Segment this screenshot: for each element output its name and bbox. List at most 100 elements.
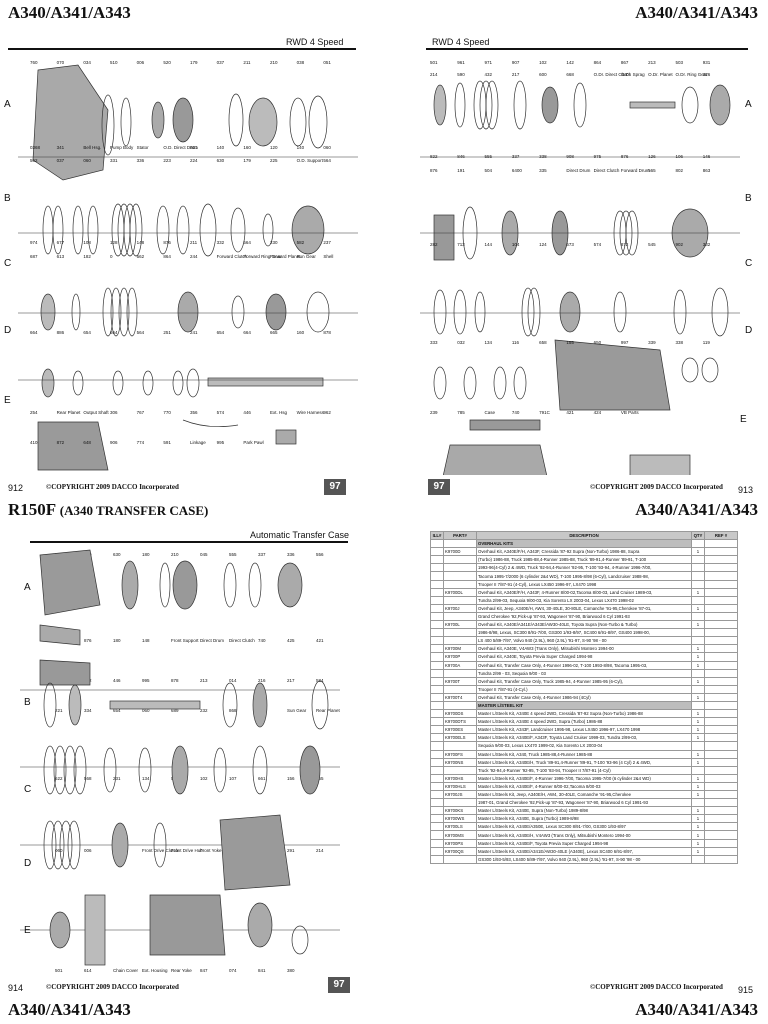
- table-cell-ill: [430, 709, 444, 719]
- table-cell-part: [443, 571, 477, 581]
- part-number-label: 665: [270, 330, 278, 335]
- part-number-label: Forward Drum: [620, 168, 650, 173]
- col-part: PART#: [443, 530, 477, 541]
- part-number-label: 770: [163, 410, 171, 415]
- part-number-label: 356: [190, 410, 198, 415]
- table-cell-qty: 1: [691, 620, 705, 630]
- part-number-label: Direct Clutch: [229, 638, 255, 643]
- table-cell-qty: 1: [691, 789, 705, 800]
- part-number-label: Chain Cover: [113, 968, 139, 973]
- table-cell-ref: [704, 676, 738, 686]
- part-number-label: 654: [216, 330, 225, 335]
- table-row: 1986-8/98, Lexus, SC300 8/91-7/00, GS300…: [430, 628, 738, 638]
- table-cell-qty: 1: [691, 725, 705, 735]
- part-number-label: 668: [566, 72, 574, 77]
- table-row: Tacoma 1995-7/2000 (6 cylinder 2&4 WD), …: [430, 571, 738, 581]
- part-number-label: 237: [323, 240, 331, 245]
- table-cell-part: K9700M: [443, 644, 477, 654]
- table-cell-part: K9700LS: [443, 822, 477, 832]
- table-cell-part: [443, 765, 477, 775]
- table-cell-ref: [704, 814, 738, 824]
- header-left-mid-subtitle: (A340 TRANSFER CASE): [59, 503, 209, 518]
- table-cell-qty: 1: [691, 773, 705, 783]
- part-number-label: 038: [296, 60, 305, 65]
- row-letter-e-bl: E: [24, 925, 31, 936]
- table-cell-ill: [430, 652, 444, 662]
- part-number-label: 380: [287, 968, 295, 973]
- row-letter-b-tl: B: [4, 193, 11, 204]
- part-number-label: 155: [566, 340, 574, 345]
- part-number-label: 432: [484, 72, 493, 77]
- table-cell-description: Tundra 2/99 - 03, Sequoia 9/00 - 03: [476, 668, 692, 678]
- part-number-label: 333: [430, 340, 438, 345]
- table-cell-ref: [704, 846, 738, 856]
- table-cell-ref: [704, 717, 738, 727]
- part-number-label: 032: [457, 340, 465, 345]
- table-cell-ill: [430, 676, 444, 686]
- part-number-label: 034: [83, 60, 91, 65]
- table-cell-part: [443, 563, 477, 573]
- table-cell-ref: [704, 571, 738, 581]
- part-number-label: 908: [566, 154, 574, 159]
- part-number-label: 331: [110, 158, 118, 163]
- part-number-label: 864: [593, 60, 602, 65]
- col-ill: ILL#: [430, 530, 444, 541]
- part-number-label: 336: [287, 552, 295, 557]
- exploded-diagram-bottom-left: [20, 549, 340, 966]
- part-number-label: 584: [316, 678, 324, 683]
- table-cell-description: Overhaul Kit, A340E/F/H, A343F, 4-Runner…: [476, 587, 692, 597]
- part-number-label: Ext. Hsg: [270, 410, 288, 415]
- part-number-label: 126: [648, 154, 656, 159]
- part-number-label: 179: [190, 60, 198, 65]
- table-cell-ill: [430, 798, 444, 808]
- row-letter-d-bl: D: [24, 858, 32, 869]
- table-cell-ill: [430, 660, 444, 670]
- part-number-label: 182: [83, 254, 91, 259]
- table-row: GS300 1/93-5/93, LS400 5/89-7/97, Volvo …: [430, 854, 738, 864]
- copyright-914: ©COPYRIGHT 2009 DACCO Incorporated: [46, 983, 179, 991]
- row-letter-d-tl: D: [4, 325, 12, 336]
- part-number-label: 650: [593, 340, 602, 345]
- copyright-912: ©COPYRIGHT 2009 DACCO Incorporated: [46, 483, 179, 491]
- table-cell-part: K9700J: [443, 603, 477, 613]
- table-row: Tundra 2/99-03, Sequoia 9/00-03, Kia Sor…: [430, 595, 738, 605]
- part-number-label: Sun Gear: [296, 254, 316, 259]
- part-number-label: 180: [142, 552, 150, 557]
- part-number-label: 974: [30, 240, 38, 245]
- part-number-label: 134: [142, 776, 150, 781]
- part-number-label: 846: [457, 154, 465, 159]
- part-number-label: 673: [566, 242, 574, 247]
- part-number-label: 160: [296, 330, 305, 335]
- table-cell-part: [443, 741, 477, 751]
- table-row: Grand Cherokee '92,Pick-up '87-93, Wagon…: [430, 611, 738, 622]
- part-number-label: 254: [30, 410, 38, 415]
- header-left-mid: R150F (A340 TRANSFER CASE): [8, 500, 208, 520]
- row-letter-c-tr: C: [745, 258, 753, 269]
- table-section-row: OVERHAUL KITS: [430, 539, 738, 549]
- table-cell-description: Overhaul Kit, Transfer Case Only, Truck …: [476, 676, 692, 686]
- table-cell-ill: [430, 846, 444, 856]
- table-cell-description: Master L/Steels Kit, A340E 4 speed 2WD, …: [476, 717, 692, 727]
- table-cell-description: (Turbo) 1986-88, Truck 1985-88,4-Runner …: [476, 555, 692, 565]
- table-cell-description: Master L/Steels Kit, A340E/A341E/AW30-40…: [476, 846, 692, 856]
- table-cell-qty: 1: [691, 830, 705, 840]
- table-cell-description: Master L/Steels Kit, Jeep, A340E/H, AW4,…: [476, 789, 692, 800]
- part-number-label: O.Dr. Planet: [648, 72, 673, 77]
- table-cell-ref: [704, 757, 738, 767]
- table-cell-ref: [704, 733, 738, 743]
- parts-table: ILL# PART# DESCRIPTION QTY REF # OVERHAU…: [430, 530, 738, 864]
- part-number-label: 664: [30, 330, 38, 335]
- table-cell-ill: [430, 854, 444, 864]
- part-number-label: 214: [316, 848, 324, 853]
- table-cell-ref: [704, 644, 738, 654]
- table-cell-ill: [430, 830, 444, 840]
- table-cell-qty: [691, 684, 705, 694]
- part-number-label: 713: [457, 242, 465, 247]
- part-number-label: 213: [200, 678, 208, 683]
- part-number-label: O.D. Direct Drum: [163, 145, 198, 150]
